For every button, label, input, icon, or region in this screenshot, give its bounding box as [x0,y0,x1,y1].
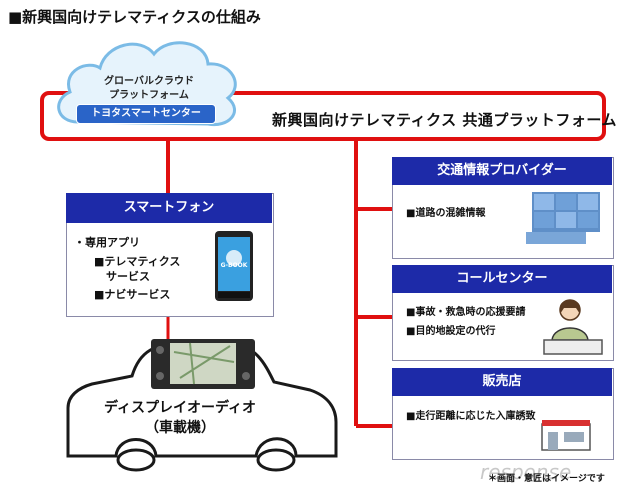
call-center-header: コールセンター [392,265,612,293]
traffic-provider-header: 交通情報プロバイダー [392,157,612,185]
cloud-label-line2: プラットフォーム [84,86,214,101]
call-center-item-destination: ■目的地設定の代行 [406,322,495,337]
dealer-item: ■走行距離に応じた入庫誘致 [406,407,535,422]
display-audio-device [150,338,256,390]
smartphone-app-label: ・専用アプリ [74,234,140,250]
call-center-item-emergency: ■事故・救急時の応援要請 [406,303,525,318]
operator-icon [540,296,604,356]
smartphone-header: スマートフォン [66,193,272,223]
image-note: ＊画面・意匠はイメージです [488,471,605,484]
car-label: ディスプレイオーディオ （車載機） [90,398,270,438]
cloud-pill: トヨタスマートセンター [76,104,216,124]
cloud-label-line1: グローバルクラウド [84,72,214,87]
car-label-line2: （車載機） [90,418,270,438]
dealer-header: 販売店 [392,368,612,396]
dealer-building-icon [540,414,592,452]
car-label-line1: ディスプレイオーディオ [90,398,270,418]
smartphone-item-telematics-2: サービス [106,270,150,284]
phone-logo: G-BOOK [218,262,250,269]
smartphone-item-telematics: ■テレマティクス [94,255,180,269]
platform-label: 新興国向けテレマティクス 共通プラットフォーム [272,109,617,130]
traffic-provider-item: ■道路の混雑情報 [406,204,485,219]
traffic-monitor-icon [524,190,604,246]
smartphone-item-navi: ■ナビサービス [94,288,170,302]
